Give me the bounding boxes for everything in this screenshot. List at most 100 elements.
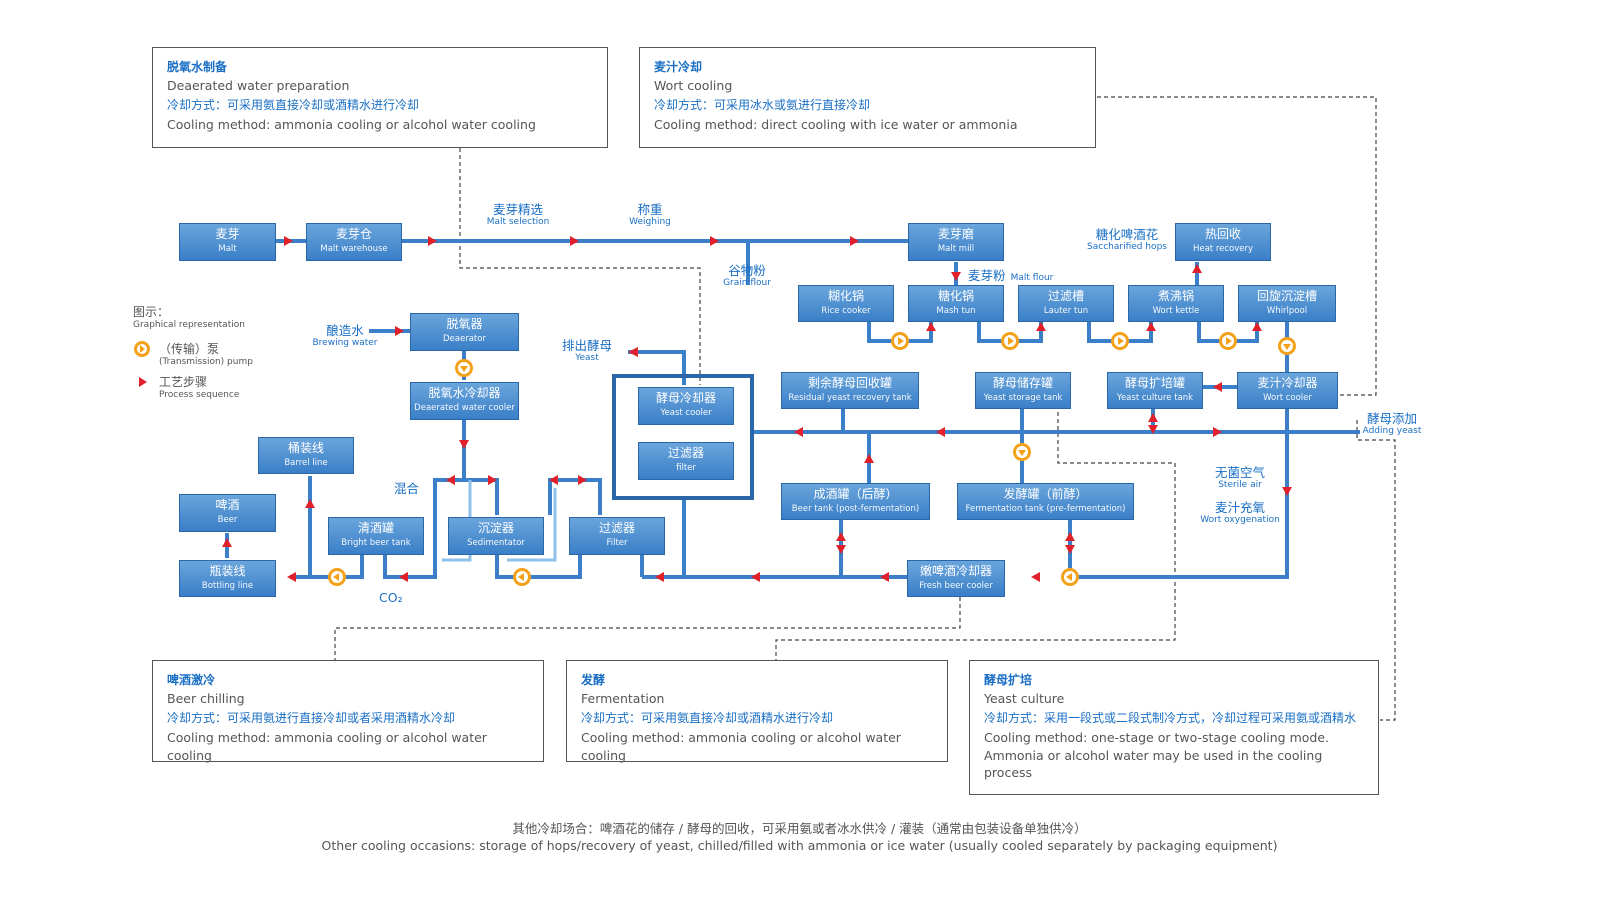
pumps bbox=[328, 332, 1296, 586]
node-label-en: Deaerated water cooler bbox=[414, 402, 515, 413]
node-label-zh: 酵母扩培罐 bbox=[1124, 376, 1185, 390]
label-malt-flour: 麦芽粉 Malt flour bbox=[968, 265, 1053, 284]
info-title-zh: 酵母扩培 bbox=[984, 673, 1033, 687]
label-en: Brewing water bbox=[312, 338, 378, 348]
info-method-zh: 冷却方式：采用一段式或二段式制冷方式，冷却过程可采用氨或酒精水 bbox=[984, 711, 1357, 725]
info-method-en: Cooling method: ammonia cooling or alcoh… bbox=[167, 730, 487, 763]
node-label-en: Beer bbox=[217, 514, 238, 525]
info-wort-cooling: 麦汁冷却 Wort cooling 冷却方式：可采用冰水或氨进行直接冷却 Coo… bbox=[639, 47, 1096, 148]
node-label-en: Whirlpool bbox=[1266, 305, 1308, 316]
node-label-zh: 脱氧水冷却器 bbox=[428, 386, 501, 400]
node-label-en: filter bbox=[676, 462, 696, 473]
pump-icon bbox=[1001, 332, 1019, 350]
node-label-zh: 麦芽 bbox=[215, 227, 240, 241]
node-yeast-culture-tank: 酵母扩培罐 Yeast culture tank bbox=[1107, 372, 1203, 409]
node-label-zh: 瓶装线 bbox=[209, 564, 246, 578]
info-title-zh: 脱氧水制备 bbox=[167, 60, 228, 74]
label-zh: 酵母添加 bbox=[1366, 411, 1417, 426]
info-method-zh: 冷却方式：可采用氨进行直接冷却或者采用酒精水冷却 bbox=[167, 711, 456, 725]
info-title-zh: 麦汁冷却 bbox=[654, 60, 703, 74]
node-label-en: Lauter tun bbox=[1043, 305, 1089, 316]
node-deaerated-water-cooler: 脱氧水冷却器 Deaerated water cooler bbox=[410, 382, 519, 420]
legend-step-row: 工艺步骤 Process sequence bbox=[133, 373, 263, 400]
node-label-zh: 酵母储存罐 bbox=[992, 376, 1053, 390]
node-label-en: Fermentation tank (pre-fermentation) bbox=[965, 503, 1126, 514]
info-title-zh: 发酵 bbox=[581, 673, 606, 687]
node-label-en: Beer tank (post-fermentation) bbox=[791, 503, 920, 514]
label-zh: 谷物粉 bbox=[728, 263, 766, 278]
info-method-en: Cooling method: one-stage or two-stage c… bbox=[984, 730, 1330, 780]
node-label-en: Wort kettle bbox=[1152, 305, 1200, 316]
info-title-en: Fermentation bbox=[581, 691, 665, 706]
label-zh: 糖化啤酒花 bbox=[1095, 227, 1159, 242]
node-label-zh: 啤酒 bbox=[215, 498, 240, 512]
label-zh: 麦汁充氧 bbox=[1214, 500, 1265, 515]
legend-step-zh: 工艺步骤 bbox=[159, 375, 208, 389]
label-zh: 称重 bbox=[637, 202, 663, 217]
label-zh: 无菌空气 bbox=[1214, 465, 1265, 480]
node-bottling-line: 瓶装线 Bottling line bbox=[179, 560, 276, 597]
legend-pump-row: （传输）泵 (Transmission) pump bbox=[133, 340, 263, 367]
node-label-zh: 沉淀器 bbox=[477, 521, 514, 535]
node-label-zh: 嫩啤酒冷却器 bbox=[919, 564, 992, 578]
info-method-zh: 冷却方式：可采用冰水或氨进行直接冷却 bbox=[654, 98, 871, 112]
footer-note-en: Other cooling occasions: storage of hops… bbox=[321, 838, 1278, 853]
info-title-en: Deaerated water preparation bbox=[167, 78, 350, 93]
node-label-en: Filter bbox=[606, 537, 628, 548]
label-co2: CO₂ bbox=[379, 590, 403, 605]
node-label-en: Mash tun bbox=[936, 305, 976, 316]
label-en: Sterile air bbox=[1218, 480, 1262, 490]
info-yeast-culture: 酵母扩培 Yeast culture 冷却方式：采用一段式或二段式制冷方式，冷却… bbox=[969, 660, 1379, 795]
pump-icon bbox=[1278, 337, 1296, 355]
node-label-zh: 脱氧器 bbox=[446, 317, 483, 331]
info-method-zh: 冷却方式：可采用氨直接冷却或酒精水进行冷却 bbox=[581, 711, 834, 725]
light-pipes bbox=[442, 480, 557, 562]
info-method-zh: 冷却方式：可采用氨直接冷却或酒精水进行冷却 bbox=[167, 98, 420, 112]
info-title-en: Yeast culture bbox=[984, 691, 1065, 706]
label-zh: 麦芽精选 bbox=[492, 202, 543, 217]
node-label-en: Malt mill bbox=[937, 243, 975, 254]
pump-icon bbox=[328, 568, 346, 586]
label-en: Yeast bbox=[575, 353, 599, 363]
info-fermentation: 发酵 Fermentation 冷却方式：可采用氨直接冷却或酒精水进行冷却 Co… bbox=[566, 660, 948, 763]
node-label-zh: 清酒罐 bbox=[357, 521, 394, 535]
process-arrow-icon bbox=[139, 377, 147, 387]
process-arrows bbox=[222, 236, 1292, 582]
node-label-zh: 热回收 bbox=[1204, 227, 1241, 241]
info-beer-chilling: 啤酒激冷 Beer chilling 冷却方式：可采用氨进行直接冷却或者采用酒精… bbox=[152, 660, 544, 763]
node-label-zh: 桶装线 bbox=[287, 441, 324, 455]
node-label-en: Malt warehouse bbox=[320, 243, 388, 254]
label-en: Weighing bbox=[629, 217, 671, 227]
pump-icon bbox=[1013, 443, 1031, 461]
legend-step-en: Process sequence bbox=[159, 390, 240, 400]
pump-icon bbox=[134, 341, 150, 357]
node-label-en: Bottling line bbox=[201, 580, 254, 591]
label-en: Malt selection bbox=[486, 217, 550, 227]
node-fermentation-tank: 发酵罐（前酵） Fermentation tank (pre-fermentati… bbox=[957, 483, 1134, 520]
node-label-zh: 发酵罐（前酵） bbox=[1003, 487, 1088, 501]
node-label-en: Yeast culture tank bbox=[1116, 392, 1194, 403]
info-method-en: Cooling method: ammonia cooling or alcoh… bbox=[167, 117, 536, 132]
info-title-zh: 啤酒激冷 bbox=[167, 673, 216, 687]
info-title-en: Beer chilling bbox=[167, 691, 245, 706]
legend-title-en: Graphical representation bbox=[133, 320, 245, 330]
pump-icon bbox=[1111, 332, 1129, 350]
node-label-zh: 糊化锅 bbox=[827, 289, 864, 303]
node-label-en: Yeast cooler bbox=[660, 407, 712, 418]
info-deaerated-water: 脱氧水制备 Deaerated water preparation 冷却方式：可… bbox=[152, 47, 608, 148]
legend-title-zh: 图示： bbox=[133, 305, 170, 319]
node-label-en: Barrel line bbox=[284, 457, 328, 468]
label-zh: CO₂ bbox=[379, 590, 403, 605]
